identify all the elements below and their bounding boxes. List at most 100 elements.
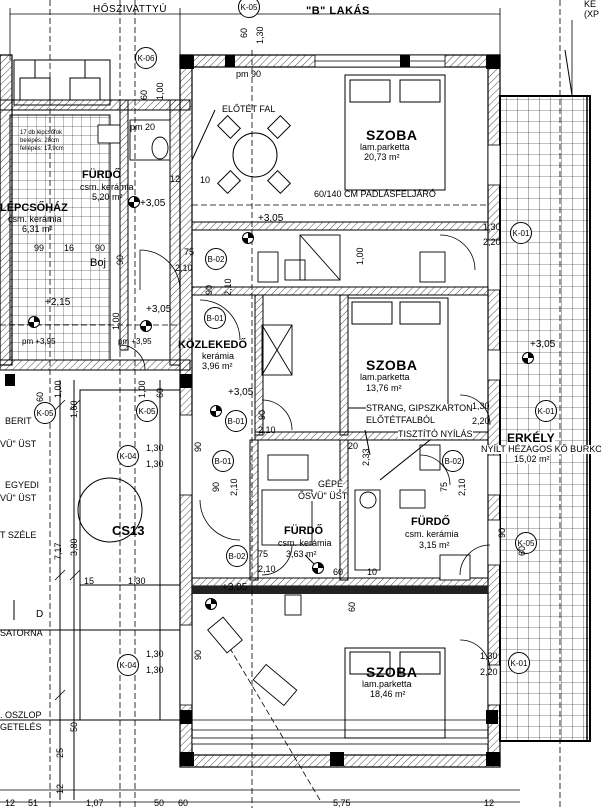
dim-90-k05r: 90 xyxy=(497,527,507,538)
room-szoba1-area: 20,73 m² xyxy=(364,152,400,162)
level-marker-1 xyxy=(128,196,140,208)
room-furdo-left-floor: csm. kerámia xyxy=(80,182,134,192)
level-marker-2 xyxy=(242,232,254,244)
dim-100-k06: 1,00 xyxy=(155,82,165,100)
dim-bottom-107: 1,07 xyxy=(86,798,104,808)
note-elotetfalbol: ELŐTÉTFALBÓL xyxy=(366,415,436,425)
dim-100-k05l: 1,00 xyxy=(53,380,63,398)
beam xyxy=(192,586,488,594)
dim-90-boj: 90 xyxy=(95,243,106,253)
note-left-vu-ust-1: VÜ" ÜST xyxy=(0,439,37,449)
tag-k01-a: K-01 xyxy=(510,222,532,244)
level-marker-5 xyxy=(522,352,534,364)
top-right-label-1: KE xyxy=(584,0,597,9)
dim-130-k04a: 1,30 xyxy=(146,443,164,453)
tag-b01-b: B-01 xyxy=(225,410,247,432)
hoszivattyu-label: HŐSZIVATTYÚ xyxy=(93,4,168,15)
dim-90-k04b: 90 xyxy=(193,649,203,660)
dim-233: 2,33 xyxy=(361,448,371,466)
cs13-label: CS13 xyxy=(112,523,145,538)
room-szoba3-name: SZOBA xyxy=(366,664,418,680)
dim-220-k01c: 2,20 xyxy=(480,667,498,677)
dim-130-cs: 1,30 xyxy=(128,576,146,586)
dim-100-st: 1,00 xyxy=(111,312,121,330)
dim-15: 15 xyxy=(84,576,95,586)
level-l4: +3,05 xyxy=(146,304,172,315)
dim-100-k05m: 1,00 xyxy=(137,380,147,398)
note-stairs-1: 17 db lépcsőfok xyxy=(20,130,63,136)
dim-75-b02: 75 xyxy=(439,481,449,492)
tag-k05-right: K-05 xyxy=(515,532,537,554)
level-l7: +3,05 xyxy=(222,582,248,593)
level-marker-4 xyxy=(140,320,152,332)
dim-60-top: 60 xyxy=(239,27,249,38)
room-lepcsohaz-name: LÉPCSŐHÁZ xyxy=(0,202,68,214)
dim-12b: 12 xyxy=(55,783,65,794)
room-furdo-right-floor: csm. kerámia xyxy=(405,529,459,539)
dim-220-str: 2,20 xyxy=(472,416,490,426)
shaft-box xyxy=(261,234,341,376)
tag-k04-b: K-04 xyxy=(117,654,139,676)
dim-130-k04b2: 1,30 xyxy=(146,665,164,675)
level-marker-7 xyxy=(205,598,217,610)
note-left-oszlop: . OSZLOP xyxy=(0,710,42,720)
room-szoba3-floor: lam.parketta xyxy=(362,679,412,689)
dim-pm90: pm 90 xyxy=(236,69,262,79)
tag-k05-left: K-05 xyxy=(34,402,56,424)
columns xyxy=(5,55,500,766)
level-l6: +3,05 xyxy=(228,387,254,398)
dim-210-b01c: 2,10 xyxy=(229,478,239,496)
dim-130-str: 1,30 xyxy=(472,401,490,411)
dim-130-k01c: 1,30 xyxy=(480,651,498,661)
dim-380: 3,80 xyxy=(69,538,79,556)
dim-75-b02c: 75 xyxy=(258,549,269,559)
note-left-vu-ust-2: VÜ" ÜST xyxy=(0,493,37,503)
note-elotet-fal: ELŐTÉT FAL xyxy=(222,104,276,114)
dim-90-b01c: 90 xyxy=(211,481,221,492)
tag-b02-a: B-02 xyxy=(205,248,227,270)
bottom-railing xyxy=(0,719,520,803)
note-left-getelés: GETELÉS xyxy=(0,722,42,732)
dim-12: 12 xyxy=(170,174,181,184)
door-swings xyxy=(119,234,491,671)
dim-bottom-12b: 12 xyxy=(5,798,16,808)
dim-60-k06: 60 xyxy=(139,89,149,100)
note-boj: Boj xyxy=(90,257,106,269)
dim-130-r1: 1,30 xyxy=(483,222,501,232)
room-furdo-mid-area: 3,63 m² xyxy=(286,549,317,559)
room-furdo-right-area: 3,15 m² xyxy=(419,540,450,550)
tag-k05-top: K-05 xyxy=(238,0,260,18)
dim-50: 50 xyxy=(69,721,79,732)
dim-60-k05m: 60 xyxy=(155,387,165,398)
note-osvu-ust: ŐSVÜ" ÜST xyxy=(298,491,348,501)
room-szoba3-area: 18,46 m² xyxy=(370,689,406,699)
note-left-egyedi: EGYEDI xyxy=(5,480,40,490)
dim-20: 20 xyxy=(348,441,359,451)
windows xyxy=(179,54,501,706)
dim-210-b01b: 2,10 xyxy=(258,425,276,435)
room-szoba2-floor: lam.parketta xyxy=(360,372,410,382)
dim-pm20: pm 20 xyxy=(130,122,156,132)
dim-210-a: 2,10 xyxy=(175,263,193,273)
room-erkely-area: 15,02 m² xyxy=(514,454,550,464)
dim-60-mid: 60 xyxy=(347,601,357,612)
room-kozlekedo-name: KÖZLEKEDŐ xyxy=(178,339,248,351)
tag-k06: K-06 xyxy=(135,47,157,69)
room-lepcsohaz-floor: csm. kerámia xyxy=(8,214,62,224)
note-stairs-3: fellépés: 17,9cm xyxy=(20,146,64,152)
dim-bottom-60: 60 xyxy=(178,798,189,808)
dim-60-k05l: 60 xyxy=(35,391,45,402)
level-l5: +3,05 xyxy=(530,339,556,350)
level-marker-6 xyxy=(210,405,222,417)
dim-90-b01: 90 xyxy=(204,284,214,295)
note-left-szele: T SZÉLE xyxy=(0,530,37,540)
dim-160: 1,60 xyxy=(69,400,79,418)
room-furdo-left-name: FÜRDŐ xyxy=(82,169,122,181)
note-stairs-2: belépés: 28cm xyxy=(20,138,60,144)
beds xyxy=(344,74,449,739)
top-right-label-2: (XP xyxy=(584,9,600,19)
heat-pump-units xyxy=(19,60,101,101)
dim-99: 99 xyxy=(34,243,45,253)
